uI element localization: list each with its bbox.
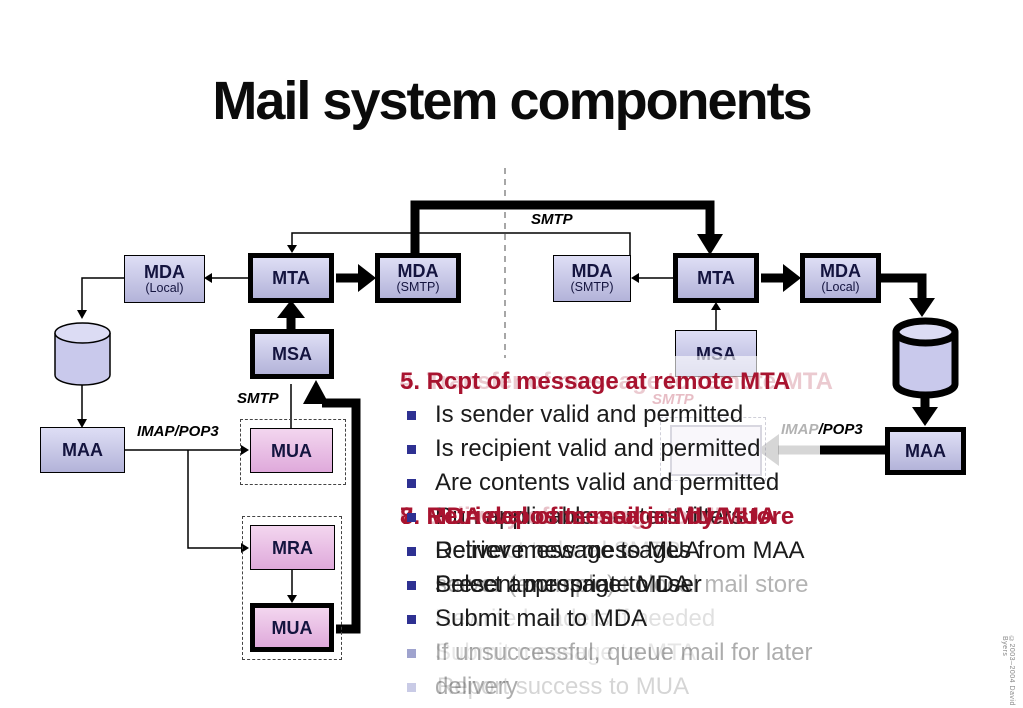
overlay-text-line: Is sender valid and permitted [435, 401, 744, 428]
arrowhead-up-msa [303, 380, 329, 404]
mua-group-dashed-box [240, 419, 346, 485]
smtp-label-right-ghost: SMTP [652, 391, 694, 408]
overlay-text-line: 8. Retrieval of messages by MUA [400, 503, 777, 530]
arrowhead-right-3 [241, 445, 249, 455]
overlay-text-line: Is recipient valid and permitted [435, 435, 761, 462]
box-maa-right: MAA [885, 427, 966, 475]
mail-store-right [892, 317, 959, 399]
arrowhead-left [204, 273, 212, 283]
box-mua-top: MUA [250, 428, 333, 473]
box-sublabel: (SMTP) [396, 279, 440, 294]
bullet-marker [407, 547, 416, 556]
mail-store-left [54, 322, 111, 386]
mra-mua-group-dashed-box [242, 516, 342, 660]
arrowhead-right-2 [783, 264, 801, 292]
smtp-label-left: SMTP [237, 390, 279, 407]
overlay-text-line: Report success to MUA [437, 673, 690, 700]
arrowhead-down-4 [77, 419, 87, 428]
bullet-marker [407, 513, 416, 522]
box-sublabel: (SMTP) [570, 280, 614, 294]
lmdalocal-to-store-path [81, 277, 124, 310]
bullet-marker [407, 581, 416, 590]
overlay-text-line: 7. MDA deposits mail in MUA store [400, 503, 795, 530]
box-label: MSA [272, 344, 312, 364]
box-label: MTA [697, 268, 735, 288]
arrowhead-down-3 [77, 310, 87, 319]
arrowhead-down-maa [912, 407, 938, 426]
bullet-marker [407, 683, 416, 692]
textbox-backdrop [635, 356, 825, 402]
box-mda-local-left: MDA (Local) [124, 255, 205, 303]
copyright-text: ©2003–2004 David Byers [1001, 636, 1015, 706]
mdalocal-to-store-path [881, 273, 927, 300]
overlay-text-line: Select appropriate MDA [435, 571, 690, 598]
overlay-text-line: Submit message to MTA [435, 639, 696, 666]
arrowhead-right [358, 264, 376, 292]
box-mda-smtp-right: MDA (SMTP) [553, 255, 631, 302]
bullet-marker [407, 411, 416, 420]
maa-to-mra-path [187, 450, 241, 549]
arrowhead-up [277, 300, 305, 318]
overlay-text-line: Connect to local SMTP [435, 537, 681, 564]
overlay-text-line: Retrieve new messages from MAA [435, 537, 805, 564]
overlay-text-line: 5. Rcpt of message at remote MTA [400, 368, 791, 395]
box-mra: MRA [250, 525, 335, 570]
overlay-text-line: Present message to user [435, 571, 702, 598]
arrowhead-down-right-mta [697, 234, 723, 255]
bullet-marker [407, 615, 416, 624]
arrowhead-up-2 [711, 302, 721, 310]
box-label: MDA [144, 261, 185, 282]
imap-pop3-label-left: IMAP/POP3 [137, 423, 219, 440]
overlay-text-line: Rewrite headers if needed [435, 605, 716, 632]
box-label: MUA [271, 617, 313, 638]
overlay-text-line: If unsuccessful, queue mail for later [435, 639, 813, 666]
arrowhead-down-left-mta [287, 245, 297, 253]
ghost-mua-box [670, 425, 762, 476]
box-label: MTA [272, 268, 310, 288]
overlay-text-line: server (example) to local mail store [435, 571, 809, 598]
box-mta-right: MTA [673, 253, 759, 303]
arrowhead-right-4 [241, 543, 249, 553]
box-maa-left: MAA [40, 427, 125, 473]
box-label: MDA [397, 260, 439, 281]
return-thin-path [291, 232, 631, 255]
box-label: MRA [272, 537, 313, 558]
overlay-text-line: Submit mail to MDA [435, 605, 648, 632]
box-label: MDA [820, 260, 861, 281]
slide-title: Mail system components [212, 71, 812, 131]
box-label: MDA [571, 261, 613, 281]
imap-ghost-text: IMAP [781, 421, 819, 438]
bullet-marker [407, 479, 416, 488]
box-label: MAA [62, 440, 103, 460]
box-label: MAA [905, 441, 946, 461]
overlay-text-line: delivery [435, 673, 518, 700]
arrowhead-down-store [909, 298, 935, 317]
arrowhead-left-ghost [757, 434, 779, 466]
box-msa-left: MSA [250, 329, 334, 379]
arrowhead-left-2 [631, 273, 639, 283]
box-mua-bottom: MUA [250, 603, 334, 652]
box-sublabel: (Local) [145, 280, 184, 295]
overlay-text-line: Are contents valid and permitted [435, 469, 780, 496]
imap-pop3-label-right: IMAP/POP3 [781, 421, 863, 438]
overlay-text-line: 4. Transfer of message to remote MTA [400, 368, 834, 395]
box-label: MUA [271, 440, 312, 461]
overlay-text-line: 6. Delivery of message to MDA [400, 503, 750, 530]
arrowhead-down-5 [287, 595, 297, 603]
bullet-marker [407, 445, 416, 454]
box-sublabel: (Local) [821, 279, 860, 294]
smtp-thick-path [410, 200, 715, 253]
box-mta-left: MTA [248, 253, 334, 303]
box-mda-smtp-left: MDA (SMTP) [375, 253, 461, 303]
smtp-label-top: SMTP [531, 211, 573, 228]
ghost-mua-dashed-box [660, 417, 766, 481]
box-mda-local-right: MDA (Local) [800, 253, 881, 303]
muabottom-to-msa-path [322, 398, 361, 634]
overlay-text-line: Run applicable content filters [435, 503, 744, 530]
bullet-marker [407, 649, 416, 658]
overlay-text-line: Deliver message to MUA [435, 537, 701, 564]
pop3-text: /POP3 [818, 421, 863, 438]
